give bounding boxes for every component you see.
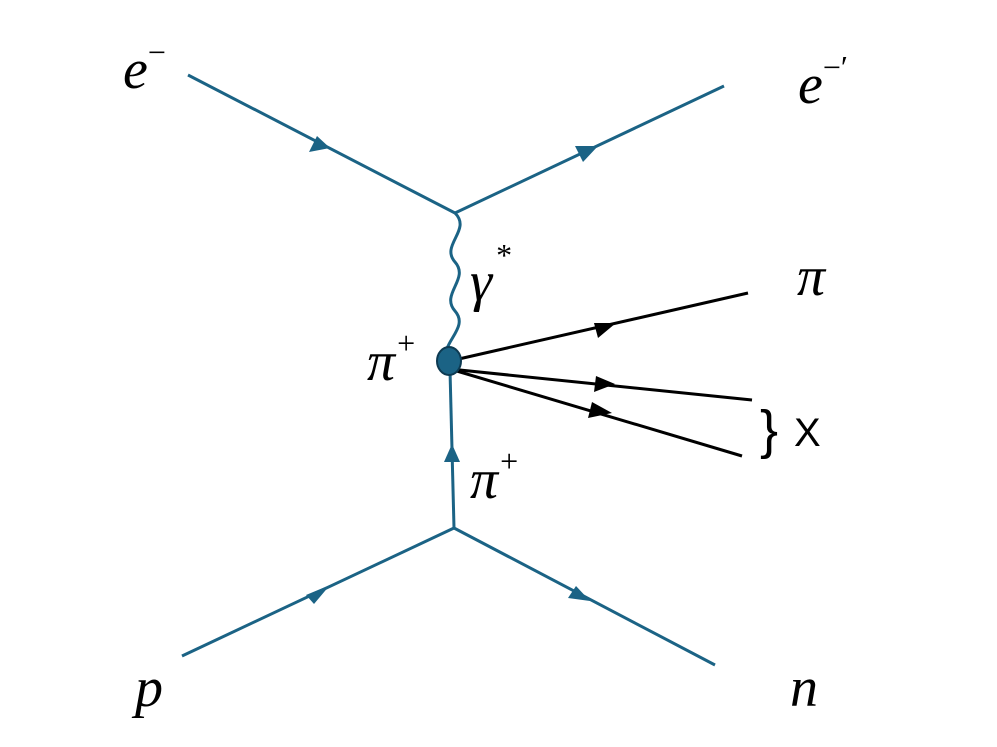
proton-label: p <box>131 657 163 719</box>
pion-vertex-label: π+ <box>367 325 415 393</box>
pion-exchange-arrow <box>444 444 460 462</box>
x-brace: } <box>760 400 778 460</box>
pion-vertex-blob <box>436 346 462 376</box>
x-particle-arrow-2 <box>588 402 612 418</box>
proton-in-arrow <box>306 585 330 604</box>
x-particle-arrow-1 <box>594 376 615 392</box>
electron-out-arrow <box>575 146 598 162</box>
pion-out-label: π <box>797 246 827 308</box>
pion-out-arrow <box>594 323 616 338</box>
electron-in-arrow <box>309 136 330 152</box>
electron-in-label: e− <box>123 34 166 101</box>
neutron-out-arrow <box>568 586 590 601</box>
x-label: X <box>794 411 821 455</box>
neutron-label: n <box>790 657 818 719</box>
photon-label: γ* <box>470 237 512 313</box>
virtual-photon-line <box>444 211 462 361</box>
electron-out-label: e−′ <box>798 49 848 116</box>
pion-exchange-label: π+ <box>470 443 518 511</box>
